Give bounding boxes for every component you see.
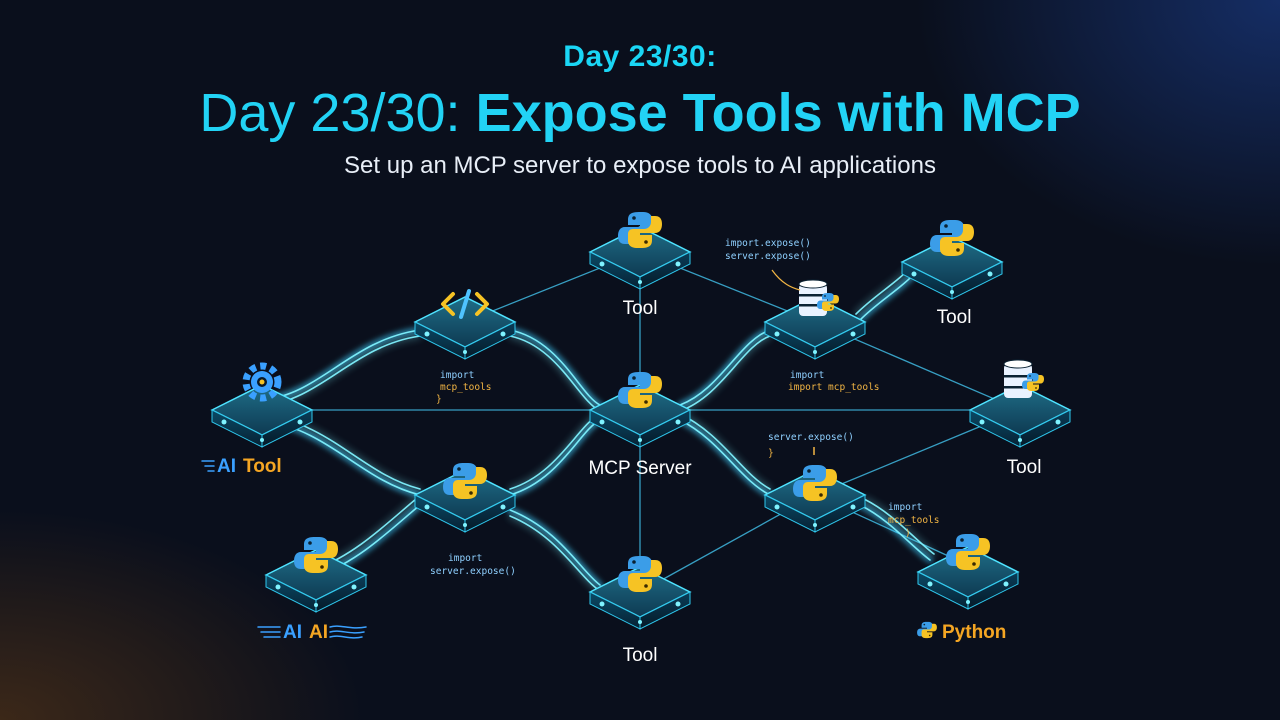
- label-ai: AI: [217, 456, 236, 477]
- code-snippet-right-center: import import mcp_tools: [788, 370, 880, 393]
- node-ai-tool[interactable]: [211, 362, 313, 448]
- svg-text:}: }: [436, 394, 442, 405]
- svg-text:import mcp_tools: import mcp_tools: [788, 382, 880, 393]
- code-snippet-bottom-left: import server.expose(): [430, 553, 516, 577]
- node-tool-bottom[interactable]: [589, 556, 691, 630]
- svg-text:import: import: [440, 370, 474, 381]
- svg-text:import: import: [790, 370, 824, 381]
- node-mcp-server[interactable]: [589, 372, 691, 448]
- node-right-mid[interactable]: [764, 465, 866, 533]
- page-title: Day 23/30: Expose Tools with MCP: [0, 82, 1280, 144]
- label-tool-top: Tool: [623, 298, 658, 319]
- label-tool-top-right: Tool: [937, 307, 972, 328]
- label-tool-bottom: Tool: [623, 645, 658, 666]
- code-snippet-bottom-right: import mcp_tools ): [888, 502, 939, 539]
- code-snippet-mid-right: server.expose() }: [768, 432, 854, 459]
- svg-text:server.expose(): server.expose(): [768, 432, 854, 443]
- speed-lines-icon: [201, 460, 215, 472]
- svg-text:): ): [905, 528, 911, 539]
- code-snippet-top-right: import.expose() server.expose(): [725, 238, 811, 291]
- label-mcp-server: MCP Server: [588, 458, 692, 479]
- page-subtitle: Set up an MCP server to expose tools to …: [344, 152, 936, 179]
- code-brackets-icon: [441, 289, 489, 319]
- label-ai-second: AI: [309, 622, 328, 643]
- label-ai-ai: AI AI: [257, 622, 367, 643]
- label-tool-right: Tool: [1007, 457, 1042, 478]
- database-python-icon: [798, 279, 839, 316]
- speed-lines-icon: [329, 625, 367, 639]
- header-kicker: Day 23/30:: [563, 40, 717, 73]
- svg-text:import: import: [888, 502, 922, 513]
- speed-lines-icon: [257, 626, 281, 638]
- label-ai-tool: AI Tool: [201, 456, 282, 477]
- svg-text:mcp_tools: mcp_tools: [440, 382, 491, 393]
- svg-text:server.expose(): server.expose(): [725, 251, 811, 262]
- svg-text:import.expose(): import.expose(): [725, 238, 811, 249]
- code-snippet-left-center: import mcp_tools }: [436, 370, 491, 405]
- svg-text:import: import: [448, 553, 482, 564]
- database-python-icon: [1003, 359, 1044, 398]
- label-tool: Tool: [243, 456, 282, 477]
- node-left-mid[interactable]: [414, 463, 516, 533]
- svg-text:}: }: [768, 448, 774, 459]
- node-tool-top-right[interactable]: [901, 220, 1003, 300]
- node-python[interactable]: [917, 534, 1019, 610]
- title-main: Expose Tools with MCP: [475, 83, 1081, 143]
- svg-text:server.expose(): server.expose(): [430, 566, 516, 577]
- node-code[interactable]: [414, 289, 516, 360]
- label-python: Python: [917, 621, 1006, 643]
- node-tool-top[interactable]: [589, 212, 691, 290]
- python-icon: [917, 621, 937, 639]
- title-prefix: Day 23/30:: [199, 83, 461, 143]
- svg-text:mcp_tools: mcp_tools: [888, 515, 939, 526]
- gear-icon: [242, 362, 282, 402]
- label-python-text: Python: [942, 622, 1006, 643]
- node-database[interactable]: [764, 279, 866, 360]
- node-ai-ai[interactable]: [265, 537, 367, 613]
- node-tool-right[interactable]: [969, 359, 1071, 448]
- label-ai-first: AI: [283, 622, 302, 643]
